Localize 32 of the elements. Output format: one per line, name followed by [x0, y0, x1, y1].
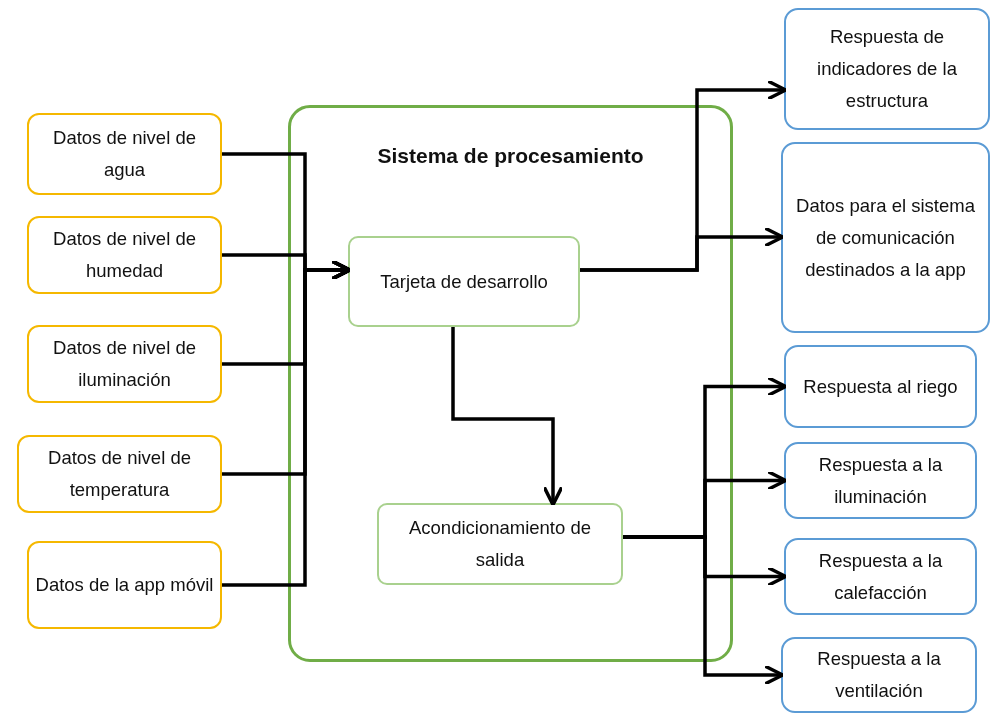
- box-label: Datos para el sistema de comunicación destinados a la app: [795, 193, 976, 282]
- box-label: Datos de nivel de temperatura: [47, 446, 192, 502]
- box-label: Datos de nivel de agua: [52, 126, 197, 182]
- box-label: Respuesta al riego: [802, 374, 959, 399]
- process-box: [348, 236, 580, 327]
- system-container: [288, 105, 733, 662]
- connector-arrow: [451, 327, 564, 507]
- output-box: [784, 442, 977, 519]
- output-box: [784, 345, 977, 428]
- box-label: Datos de nivel de humedad: [52, 227, 197, 283]
- box-label: Datos de la app móvil: [34, 573, 215, 597]
- input-box: [17, 435, 222, 513]
- box-label: Tarjeta de desarrollo: [379, 269, 549, 294]
- container-title: Sistema de procesamiento: [376, 143, 645, 169]
- connector-arrow: [623, 535, 785, 686]
- input-box: [27, 113, 222, 195]
- output-box: [781, 142, 990, 333]
- box-label: Respuesta a la ventilación: [816, 647, 942, 703]
- output-box: [784, 538, 977, 615]
- box-label: Respuesta a la calefacción: [817, 548, 944, 605]
- box-label: Acondicionamiento de salida: [407, 516, 592, 572]
- connector-arrow: [222, 259, 352, 587]
- input-box: [27, 541, 222, 629]
- output-box: [781, 637, 977, 713]
- input-box: [27, 325, 222, 403]
- input-box: [27, 216, 222, 294]
- box-label: Respuesta a la iluminación: [817, 452, 944, 509]
- connector-arrow: [580, 226, 785, 272]
- box-label: Respuesta de indicadores de la estructura: [816, 25, 958, 113]
- box-label: Datos de nivel de iluminación: [52, 336, 197, 392]
- output-box: [784, 8, 990, 130]
- process-box: [377, 503, 623, 585]
